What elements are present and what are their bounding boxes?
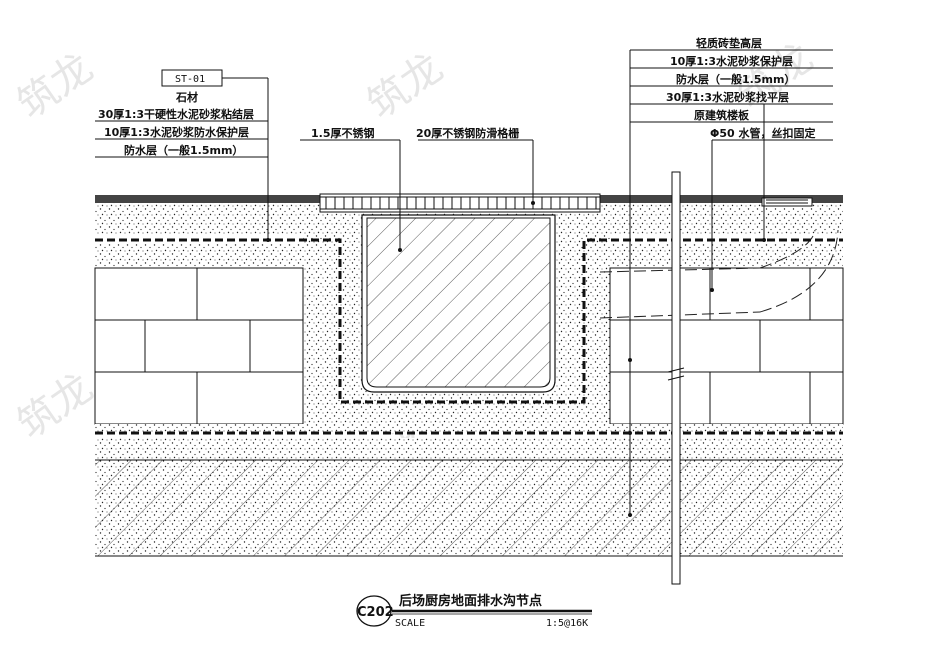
steel-edge-label: 1.5厚不锈钢 <box>311 126 375 140</box>
watermark: 筑龙 <box>359 45 451 129</box>
grating <box>319 193 601 213</box>
title-block: C202 后场厨房地面排水沟节点 SCALE 1:5@16K <box>356 593 592 629</box>
pipe-break-mark <box>667 367 685 381</box>
right-line-3: 防水层（一般1.5mm） <box>676 72 795 86</box>
right-callout: 轻质砖垫高层 10厚1:3水泥砂浆保护层 防水层（一般1.5mm） 30厚1:3… <box>628 36 833 517</box>
right-line-6: Φ50 水管，丝扣固定 <box>710 126 816 140</box>
right-line-2: 10厚1:3水泥砂浆保护层 <box>670 54 793 68</box>
callout-line-1: 石材 <box>175 90 198 104</box>
brick-infill-left <box>94 267 304 425</box>
structural-slab-hatch <box>95 460 843 556</box>
water-pipe-horizontal <box>599 229 839 319</box>
protection-layer-left <box>95 243 305 268</box>
material-tag: ST-01 <box>175 74 205 85</box>
mortar-bed-left <box>95 203 345 235</box>
scale-value: 1:5@16K <box>546 618 588 629</box>
grating-label: 20厚不锈钢防滑格栅 <box>416 126 519 140</box>
detail-code: C202 <box>357 605 394 620</box>
leveling-layer <box>95 424 843 433</box>
callout-line-2: 30厚1:3干硬性水泥砂浆粘结层 <box>98 107 254 121</box>
brick-infill-right <box>609 267 844 425</box>
right-line-4: 30厚1:3水泥砂浆找平层 <box>666 90 789 104</box>
callout-line-4: 防水层（一般1.5mm） <box>124 143 243 157</box>
stone-finish-right <box>598 195 843 203</box>
floor-drain <box>761 197 813 207</box>
mortar-bed-right <box>577 203 843 235</box>
stone-finish-left <box>95 195 323 203</box>
slab-screed <box>95 438 843 460</box>
scale-label: SCALE <box>395 618 425 629</box>
detail-code-bubble <box>356 595 392 627</box>
watermark: 筑龙 <box>9 45 101 129</box>
detail-title: 后场厨房地面排水沟节点 <box>399 593 542 609</box>
watermark: 筑龙 <box>9 365 101 449</box>
right-line-5: 原建筑楼板 <box>694 108 750 122</box>
right-line-1: 轻质砖垫高层 <box>696 36 762 50</box>
waterproof-membrane <box>95 238 843 404</box>
drain-channel-fill <box>366 217 551 388</box>
protection-layer-right <box>608 243 843 268</box>
center-callouts: 1.5厚不锈钢 20厚不锈钢防滑格栅 <box>300 126 535 252</box>
left-callout: ST-01 石材 30厚1:3干硬性水泥砂浆粘结层 10厚1:3水泥砂浆防水保护… <box>95 69 270 242</box>
callout-line-3: 10厚1:3水泥砂浆防水保护层 <box>104 125 249 139</box>
